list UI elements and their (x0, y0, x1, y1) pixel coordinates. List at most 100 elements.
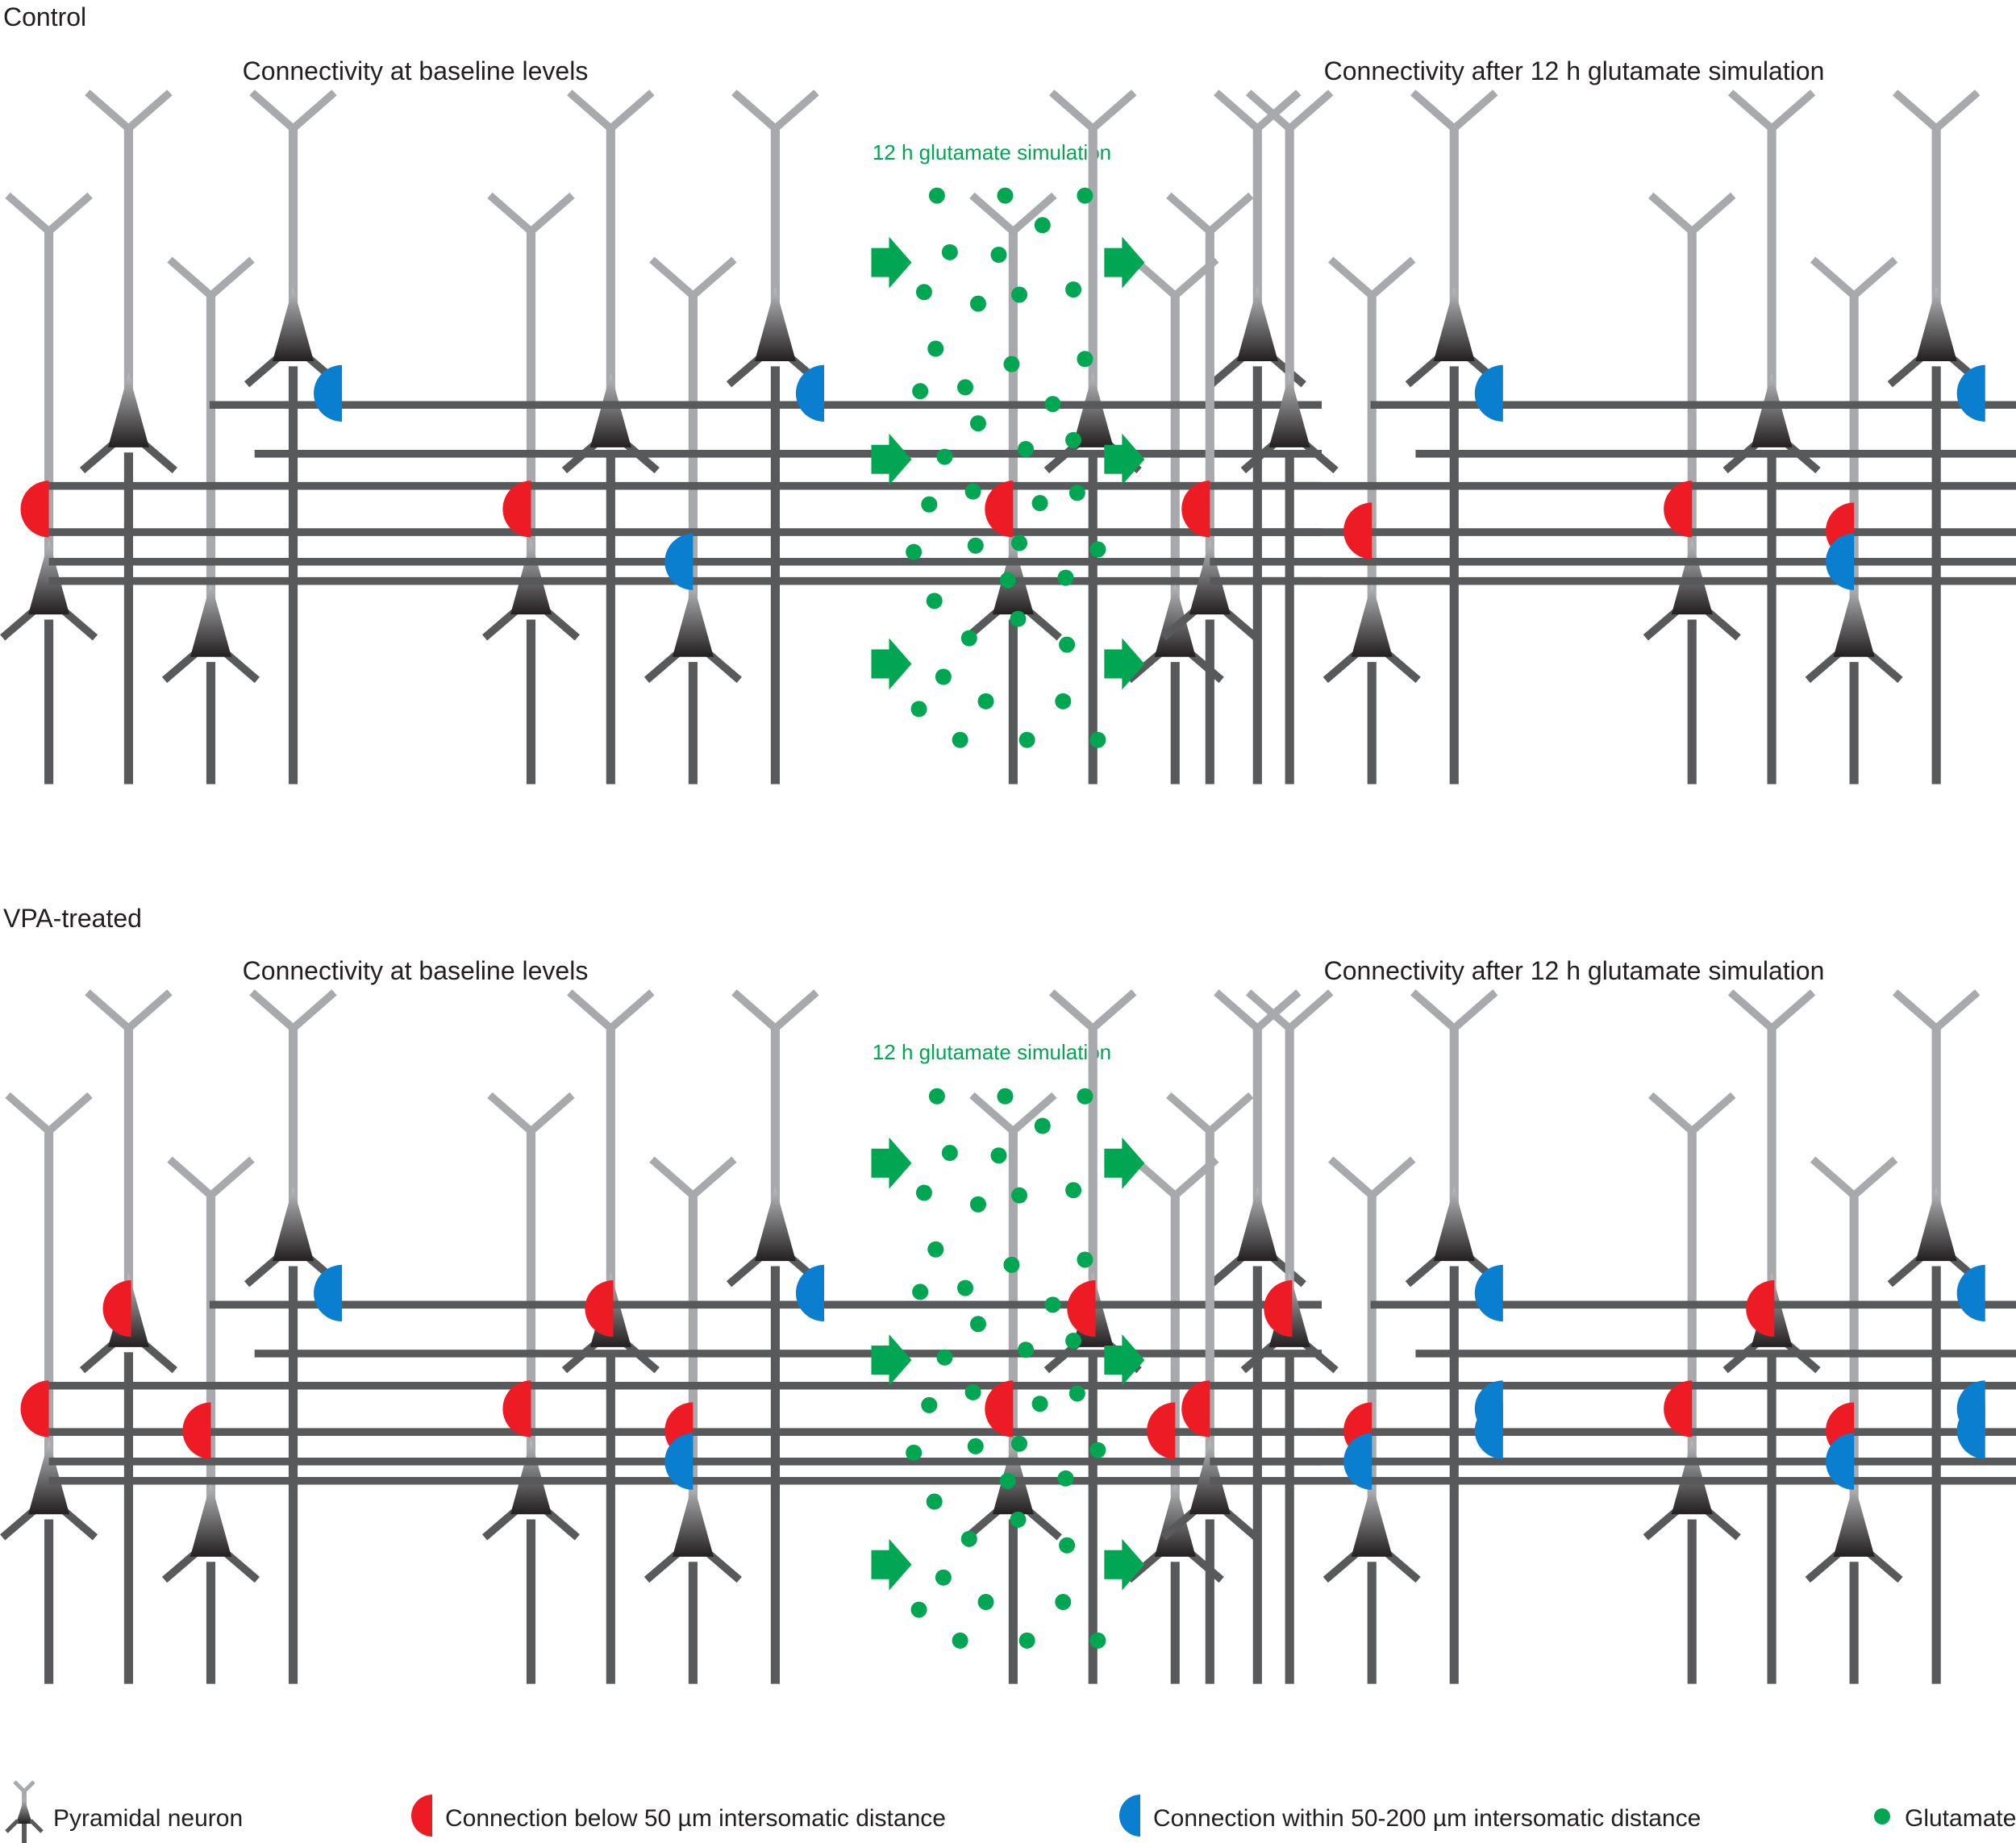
stimulus-arrow-icon (871, 236, 912, 289)
pyramidal-soma (1915, 1186, 1957, 1262)
dendrite-branch (487, 192, 534, 235)
connection-below-50um (1664, 481, 1693, 538)
neuron-cell-0 (0, 89, 343, 784)
neuron-cell-1 (481, 989, 824, 1684)
glutamate-dot (935, 1569, 952, 1586)
dendrite-branch (1892, 989, 1939, 1032)
pyramidal-soma (1236, 286, 1278, 362)
glutamate-dot (1003, 1256, 1020, 1273)
glutamate-dot (969, 295, 986, 312)
glutamate-dot (957, 379, 973, 396)
glutamate-dot (1011, 535, 1028, 551)
dendrite-branch (1768, 989, 1816, 1032)
connection-below-50um (1181, 481, 1210, 538)
stimulus-arrow-icon (1104, 1137, 1145, 1189)
glutamate-dot (1031, 1396, 1048, 1412)
dendrite-branch (567, 989, 614, 1032)
stimulus-arrow-icon (1104, 236, 1145, 289)
connection-below-50um (1147, 1402, 1176, 1459)
neuron-cell-0 (1160, 989, 1503, 1684)
glutamate-dot (969, 415, 986, 432)
dendrite-branch (1851, 1156, 1898, 1199)
glutamate-dot (1077, 351, 1093, 368)
glutamate-dot (927, 1241, 944, 1258)
glutamate-dot (969, 1196, 986, 1213)
panel-title-vpa-after: Connectivity after 12 h glutamate simula… (1324, 956, 1825, 985)
glutamate-dot (1044, 1296, 1061, 1313)
connection-50-200um (795, 1264, 825, 1322)
pyramidal-soma (1433, 1186, 1475, 1262)
stimulus-arrow-icon (871, 1538, 912, 1591)
legend-label-glutamate: Glutamate (1905, 1805, 2016, 1832)
glutamate-dot (1011, 1435, 1028, 1452)
dendrite-branch (1727, 989, 1775, 1032)
glutamate-dot (1034, 217, 1051, 234)
glutamate-dot (964, 1383, 981, 1400)
connection-50-200um (1474, 1402, 1503, 1459)
dendrite-branch (1214, 989, 1260, 1032)
connection-50-200um (314, 1264, 343, 1322)
dendrite-branch (1934, 989, 1981, 1032)
dendrite-branch (85, 989, 131, 1032)
glutamate-dot (941, 1145, 958, 1162)
dendrite-branch (731, 989, 778, 1032)
glutamate-dot (915, 284, 932, 301)
glutamate-dot (999, 572, 1016, 589)
glutamate-dot (926, 593, 943, 609)
dendrite-branch (46, 192, 93, 235)
connection-below-50um (20, 1380, 49, 1437)
glutamate-dot (1055, 693, 1072, 709)
dendrite-branch (249, 989, 296, 1032)
dendrite-branch (1410, 989, 1457, 1032)
dendrite-branch (649, 256, 696, 299)
dendrite-branch (1452, 89, 1498, 132)
connection-below-50um (1343, 502, 1372, 560)
glutamate-dot (910, 701, 927, 718)
legend: Pyramidal neuron Connection below 50 µm … (5, 1780, 2016, 1843)
glutamate-dot (912, 1283, 929, 1300)
dendrite-branch (1207, 1092, 1254, 1134)
glutamate-legend-icon (1874, 1808, 1890, 1824)
connection-50-200um (1474, 1264, 1503, 1322)
glutamate-dot (1089, 1442, 1106, 1458)
glutamate-dot (960, 630, 977, 647)
connection-below-50um (1264, 1280, 1293, 1338)
glutamate-dot (999, 1472, 1016, 1489)
dendrite-branch (528, 1092, 575, 1134)
pyramidal-soma (672, 582, 714, 657)
panel-title-control-baseline: Connectivity at baseline levels (243, 56, 589, 85)
pyramidal-neuron-legend-icon (5, 1780, 44, 1843)
pyramidal-soma (589, 372, 631, 447)
dendrite-branch (208, 256, 255, 299)
glutamate-dot (921, 496, 938, 513)
glutamate-dot (1068, 485, 1085, 501)
glutamate-dot (967, 537, 984, 554)
dendrite-branch (690, 1156, 737, 1199)
glutamate-dot (941, 243, 958, 260)
glutamate-dot (1018, 731, 1035, 748)
neuron-cell-2 (964, 989, 1306, 1684)
dendrite-branch (1255, 89, 1302, 132)
dendrite-branch (1768, 89, 1816, 132)
dendrite-branch (208, 1156, 255, 1199)
glutamate-stimulus-vpa (871, 1088, 1145, 1649)
connection-50-200um (664, 1433, 694, 1490)
dendrite-branch (1166, 1092, 1213, 1134)
connection-below-50um (585, 1280, 614, 1338)
pyramidal-soma (672, 1482, 714, 1557)
dendrite-branch (528, 192, 575, 235)
dendrite-branch (85, 89, 131, 132)
dendrite-branch (1689, 192, 1736, 235)
dendrite-branch (567, 89, 614, 132)
glutamate-dot (1011, 1187, 1028, 1204)
legend-label-pyramidal: Pyramidal neuron (53, 1805, 243, 1832)
glutamate-dot (928, 1088, 945, 1105)
blue-connection-legend-icon (1119, 1795, 1140, 1837)
pyramidal-soma (1915, 286, 1957, 362)
glutamate-dot (1034, 1117, 1051, 1134)
glutamate-dot (936, 1349, 953, 1366)
glutamate-dot (1010, 610, 1027, 627)
glutamate-dot (1011, 286, 1028, 303)
glutamate-dot (952, 731, 968, 748)
